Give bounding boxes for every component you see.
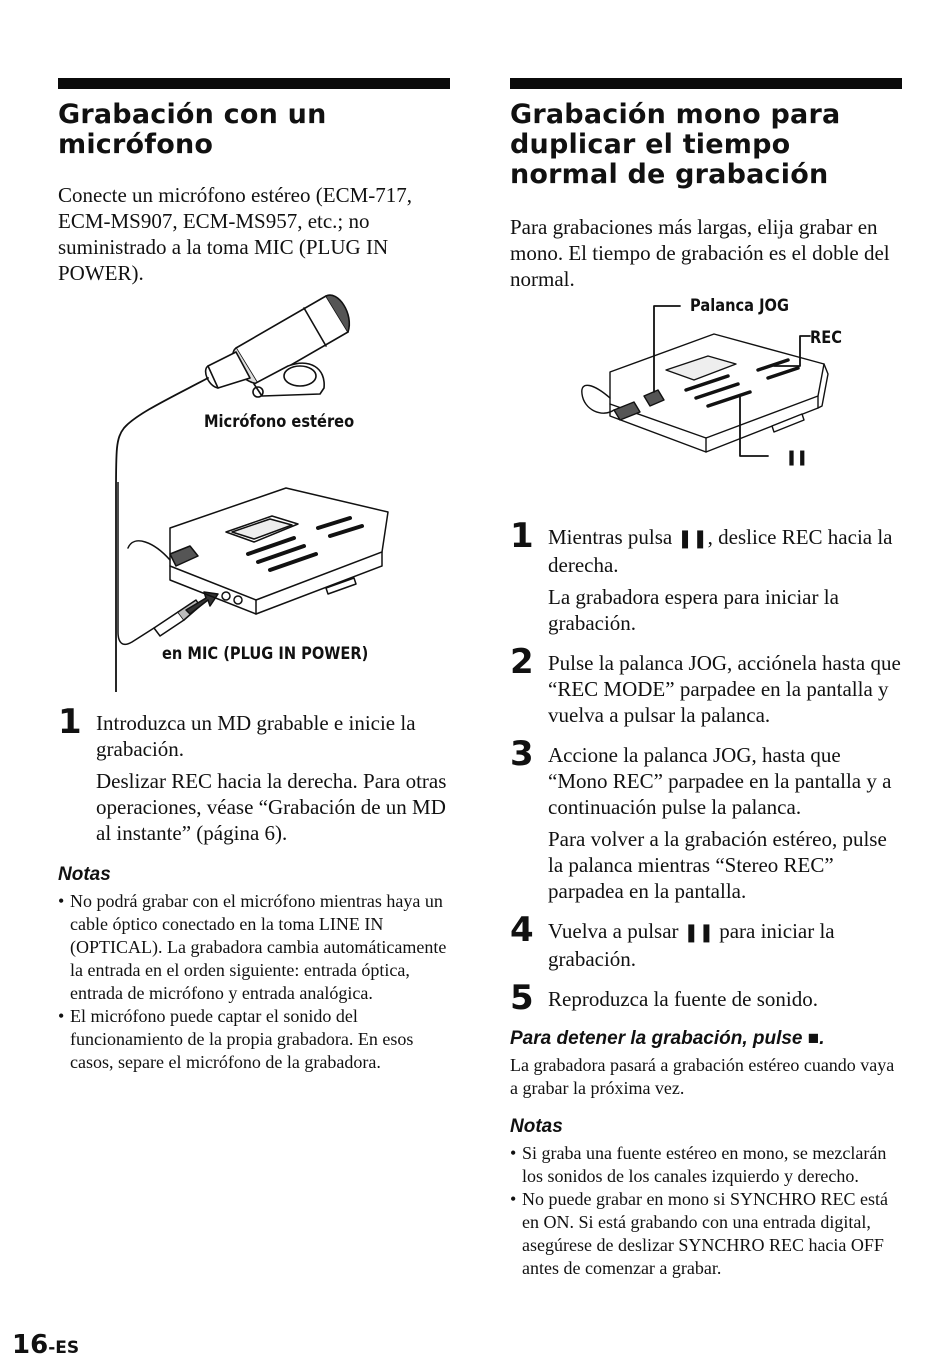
right-step-5: 5 Reproduzca la fuente de sonido. — [510, 980, 902, 1016]
right-column: Grabación mono para duplicar el tiempo n… — [510, 78, 902, 1280]
step-number: 4 — [510, 910, 534, 950]
section-intro: Para grabaciones más largas, elija graba… — [510, 215, 890, 291]
section-title: Grabación mono para duplicar el tiempo n… — [510, 99, 841, 190]
left-step-1: 1 Introduzca un MD grabable e inicie la … — [58, 704, 450, 846]
step-number: 1 — [58, 702, 82, 742]
mic-input-caption: en MIC (PLUG IN POWER) — [162, 644, 369, 664]
section-rule — [510, 78, 902, 89]
right-step-4: 4 Vuelva a pulsar ❚❚ para iniciar la gra… — [510, 912, 902, 972]
stop-recording-text: La grabadora pasará a grabación estéreo … — [510, 1055, 895, 1098]
step-text: Mientras pulsa ❚❚, deslice REC hacia la … — [548, 525, 893, 577]
notes-list: Si graba una fuente estéreo en mono, se … — [510, 1142, 902, 1280]
stop-recording-heading: Para detener la grabación, pulse ■. — [510, 1028, 825, 1049]
step-subtext: Deslizar REC hacia la derecha. Para otra… — [96, 769, 447, 845]
step-subtext: La grabadora espera para iniciar la grab… — [548, 585, 839, 635]
section-intro: Conecte un micrófono estéreo (ECM-717, E… — [58, 183, 412, 285]
step-number: 2 — [510, 642, 534, 682]
recorder-controls-illustration — [581, 305, 829, 457]
note-item: No puede grabar en mono si SYNCHRO REC e… — [510, 1188, 902, 1280]
notes-heading: Notas — [58, 864, 111, 885]
note-item: No podrá grabar con el micrófono mientra… — [58, 890, 450, 1005]
pause-icon: ❚❚ — [677, 528, 708, 549]
jog-lever-caption: Palanca JOG — [690, 296, 789, 316]
step-text: Reproduzca la fuente de sonido. — [548, 987, 818, 1011]
page-number: 16-ES — [12, 1330, 80, 1360]
step-text: Vuelva a pulsar ❚❚ para iniciar la graba… — [548, 919, 835, 971]
section-rule — [58, 78, 450, 89]
recorder-illustration — [117, 482, 389, 646]
microphone-recorder-illustration — [115, 294, 351, 692]
microphone-caption: Micrófono estéreo — [204, 412, 355, 432]
step-number: 3 — [510, 734, 534, 774]
left-column: Grabación con un micrófono Conecte un mi… — [58, 78, 450, 1074]
right-step-3: 3 Accione la palanca JOG, hasta que “Mon… — [510, 736, 902, 904]
pause-icon: ❚❚ — [683, 922, 714, 943]
rec-caption: REC — [810, 328, 842, 348]
step-number: 1 — [510, 516, 534, 556]
notes-heading: Notas — [510, 1116, 563, 1137]
step-text: Pulse la palanca JOG, acciónela hasta qu… — [548, 651, 901, 727]
step-text: Introduzca un MD grabable e inicie la gr… — [96, 711, 416, 761]
note-item: El micrófono puede captar el sonido del … — [58, 1005, 450, 1074]
microphone-connection-figure: Micrófono estéreo — [58, 292, 450, 692]
right-step-2: 2 Pulse la palanca JOG, acciónela hasta … — [510, 644, 902, 728]
pause-caption: ❚❚ — [786, 448, 808, 466]
step-number: 5 — [510, 978, 534, 1018]
notes-list: No podrá grabar con el micrófono mientra… — [58, 890, 450, 1074]
step-subtext: Para volver a la grabación estéreo, puls… — [548, 827, 887, 903]
step-text: Accione la palanca JOG, hasta que “Mono … — [548, 743, 892, 819]
section-title: Grabación con un micrófono — [58, 99, 327, 160]
note-item: Si graba una fuente estéreo en mono, se … — [510, 1142, 902, 1188]
recorder-controls-figure: Palanca JOG REC ❚❚ — [510, 296, 902, 504]
right-step-1: 1 Mientras pulsa ❚❚, deslice REC hacia l… — [510, 518, 902, 636]
